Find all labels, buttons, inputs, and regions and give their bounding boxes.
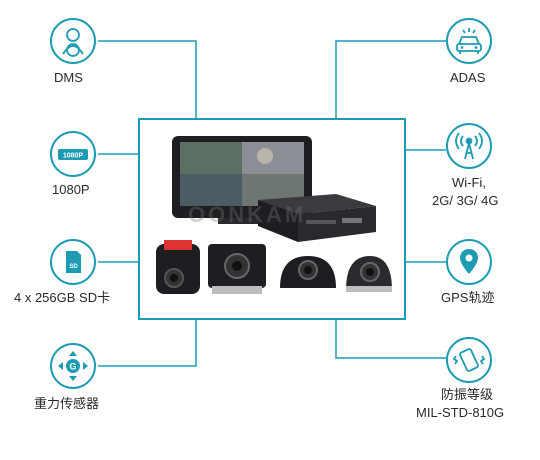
1080p-badge-text: 1080P xyxy=(63,153,84,160)
sd-card-label: 4 x 256GB SD卡 xyxy=(14,290,111,305)
dms-label: DMS xyxy=(54,70,83,85)
vibration-label-line1: 防振等级 xyxy=(441,387,494,402)
watermark-text: OONKAM xyxy=(188,202,307,227)
product-image-box: OONKAM xyxy=(138,118,406,320)
dome-camera xyxy=(280,256,336,288)
vibration-label-line2: MIL-STD-810G xyxy=(416,405,505,420)
side-camera xyxy=(346,256,392,292)
dms-icon xyxy=(50,18,96,64)
sd-badge-text: SD xyxy=(69,264,78,270)
sd-card-icon: SD xyxy=(50,239,96,285)
dvr-box xyxy=(258,194,376,242)
g-sensor-label: 重力传感器 xyxy=(34,396,100,411)
1080p-badge-icon: 1080P xyxy=(50,131,96,177)
box-camera xyxy=(208,244,266,294)
signal-tower-icon xyxy=(446,123,492,169)
gps-pin-icon xyxy=(446,239,492,285)
car-icon xyxy=(446,18,492,64)
gps-label: GPS轨迹 xyxy=(441,290,495,305)
1080p-label: 1080P xyxy=(52,182,90,197)
wifi-label-line1: Wi-Fi, xyxy=(452,175,486,190)
g-sensor-icon: G xyxy=(50,343,96,389)
vibration-phone-icon xyxy=(446,337,492,383)
monitor-device xyxy=(172,136,312,224)
dashcam xyxy=(156,240,200,294)
adas-label: ADAS xyxy=(450,70,486,85)
product-illustration xyxy=(156,136,392,294)
g-badge-text: G xyxy=(69,362,76,372)
wifi-label-line2: 2G/ 3G/ 4G xyxy=(432,193,499,208)
